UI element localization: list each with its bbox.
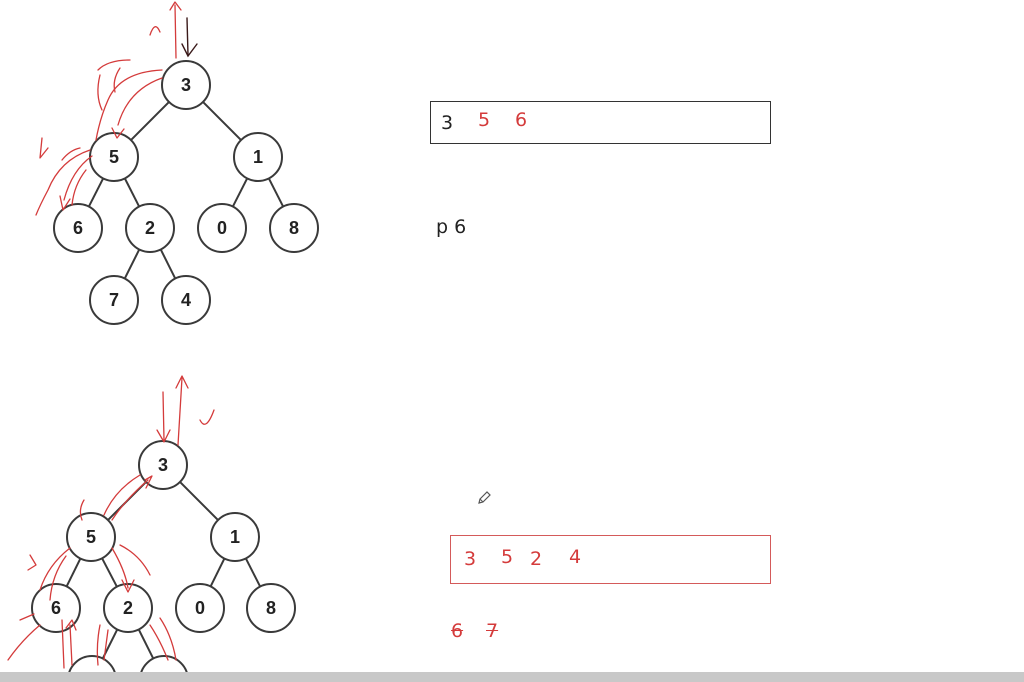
result-box-bottom <box>450 535 771 584</box>
tree-edge <box>123 249 141 279</box>
tree-node-label: 7 <box>109 290 119 310</box>
tree-node: 4 <box>161 275 211 325</box>
tree-node-circle <box>269 203 319 253</box>
tree-edge <box>244 557 262 588</box>
tree-edge <box>123 177 141 208</box>
tree-node-circle <box>89 275 139 325</box>
tree-node-label: 0 <box>195 598 205 618</box>
tree-node-label: 8 <box>266 598 276 618</box>
tree-edge <box>87 177 105 208</box>
tree-edge <box>65 558 82 587</box>
tree-node-label: 2 <box>145 218 155 238</box>
crossed-out-value: 7 <box>486 620 499 642</box>
tree-edge <box>209 558 226 587</box>
tree-node-label: 2 <box>123 598 133 618</box>
pencil-cursor-icon <box>478 491 491 504</box>
tree-node-label: 5 <box>109 147 119 167</box>
tree-node-circle <box>53 203 103 253</box>
tree-node: 1 <box>210 512 260 562</box>
tree-node: 5 <box>66 512 116 562</box>
tree-edge <box>267 177 285 208</box>
tree-node-label: 1 <box>230 527 240 547</box>
tree-edge <box>202 101 242 141</box>
tree-node: 2 <box>125 203 175 253</box>
tree-node-circle <box>175 583 225 633</box>
entry-arrow-top <box>181 17 198 58</box>
tree-node-label: 5 <box>86 527 96 547</box>
tree-node-circle <box>161 60 211 110</box>
tree-edge <box>137 629 155 659</box>
tree-node: 6 <box>31 583 81 633</box>
result-box-top <box>430 101 771 144</box>
tree-node-label: 6 <box>51 598 61 618</box>
tree-node-circle <box>66 512 116 562</box>
tree-node-label: 4 <box>181 290 191 310</box>
tree-node-circle <box>210 512 260 562</box>
tree-node: 3 <box>161 60 211 110</box>
tree-node-circle <box>233 132 283 182</box>
tree-node-label: 1 <box>253 147 263 167</box>
tree-node-label: 3 <box>181 75 191 95</box>
tree-node: 1 <box>233 132 283 182</box>
tree-node: 0 <box>197 203 247 253</box>
tree-edge <box>231 177 249 208</box>
tree-node-label: 8 <box>289 218 299 238</box>
tree-node-circle <box>103 583 153 633</box>
tree-node: 2 <box>103 583 153 633</box>
tree-node: 7 <box>89 275 139 325</box>
crossed-out-value: 6 <box>451 620 464 642</box>
tree-node-circle <box>246 583 296 633</box>
tree-node-circle <box>161 275 211 325</box>
bottom-seq-value: 2 <box>530 548 543 570</box>
tree-node-label: 3 <box>158 455 168 475</box>
bottom-seq-value: 3 <box>464 548 477 570</box>
bottom-seq-value: 5 <box>501 546 514 568</box>
tree-node-circle <box>31 583 81 633</box>
tree-diagram-top: 3 5 1 6 2 0 8 7 4 <box>35 1 319 325</box>
tree-edge <box>130 101 170 141</box>
tree-node-label: 0 <box>217 218 227 238</box>
pointer-note: p 6 <box>436 216 467 238</box>
tree-node-circle <box>125 203 175 253</box>
tree-node: 8 <box>269 203 319 253</box>
horizontal-scrollbar[interactable] <box>0 672 1024 682</box>
tree-diagram-bottom: 3 5 1 6 2 0 8 <box>7 375 296 682</box>
tree-node: 0 <box>175 583 225 633</box>
tree-edge <box>101 557 118 588</box>
top-seq-value: 5 <box>478 109 491 131</box>
tree-node-circle <box>197 203 247 253</box>
traversal-annotations-bottom <box>7 375 215 669</box>
top-seq-value: 6 <box>515 109 528 131</box>
tree-edge <box>159 249 177 279</box>
tree-node-label: 6 <box>73 218 83 238</box>
tree-node: 6 <box>53 203 103 253</box>
tree-node: 8 <box>246 583 296 633</box>
traversal-annotations-top <box>35 1 182 216</box>
bottom-seq-value: 4 <box>569 546 582 568</box>
top-seq-value: 3 <box>441 112 454 134</box>
tree-edge <box>179 481 219 521</box>
